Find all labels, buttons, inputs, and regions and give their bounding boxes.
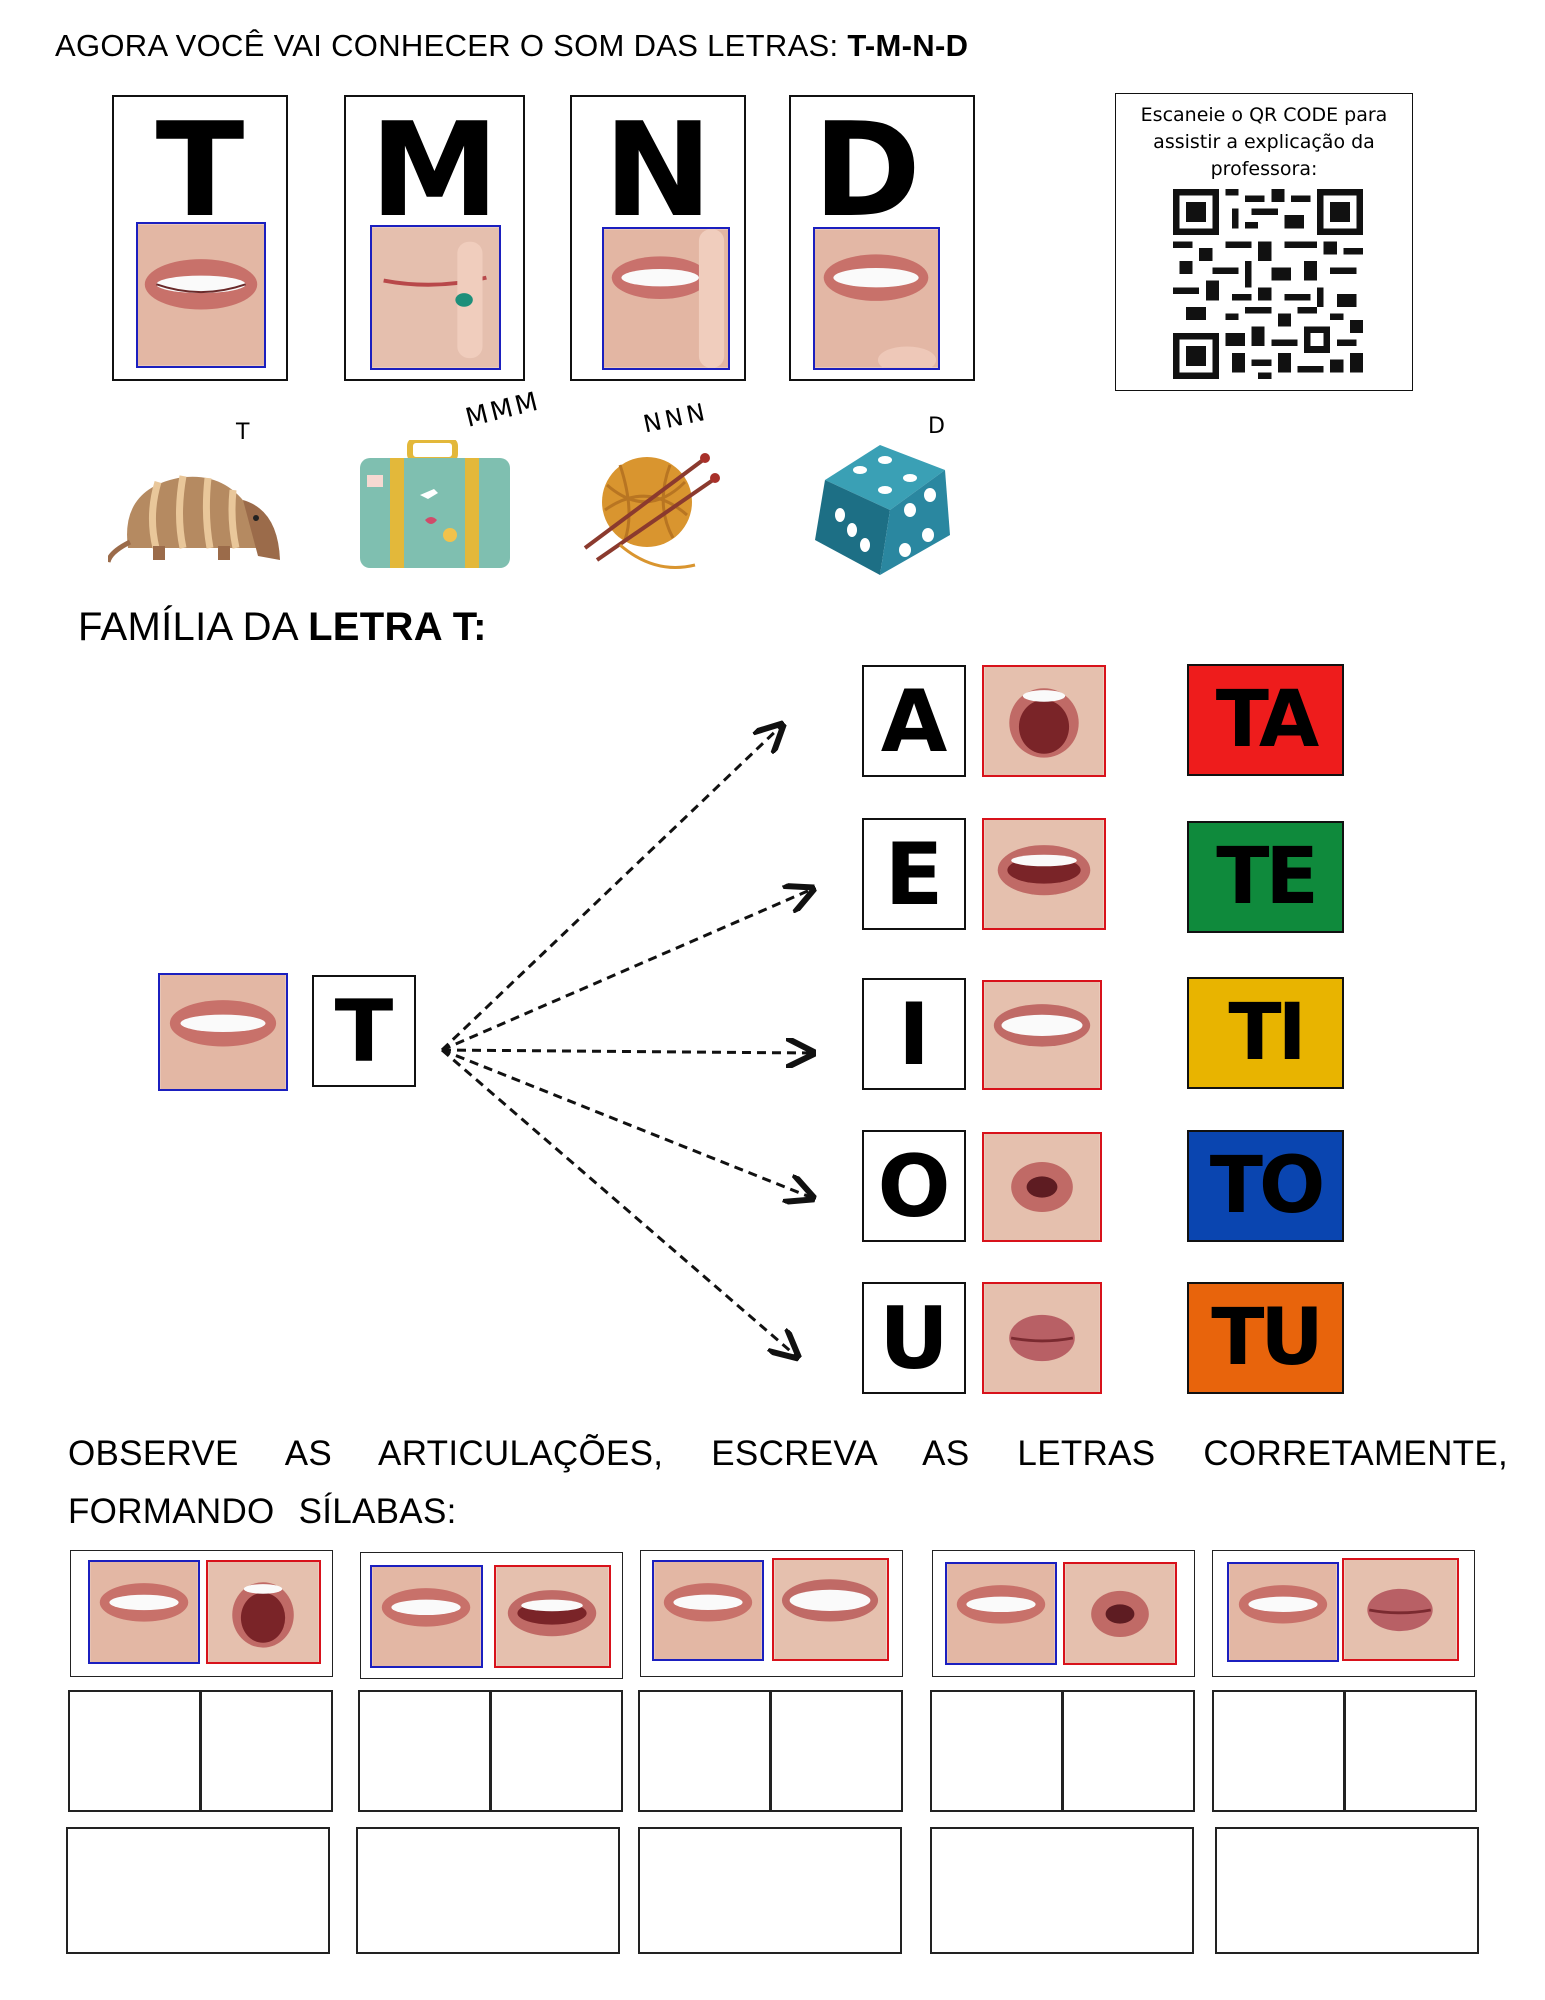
consonant-mouth-photo [1227,1562,1339,1662]
answer-letter-box[interactable] [68,1690,201,1812]
card-letter: D [813,94,921,246]
exercise-image-frame [70,1550,333,1677]
vowel-letter-i: I [862,978,966,1090]
qr-code-image[interactable] [1173,189,1363,379]
vowel-mouth-photo-e [982,818,1106,930]
family-arrows [440,700,830,1380]
answer-letter-box[interactable] [930,1690,1063,1812]
yarn-ball-illustration: NNN [575,397,735,575]
vowel-mouth-photo-o [1063,1562,1177,1665]
answer-syllable-box[interactable] [66,1827,330,1954]
consonant-letter: T [312,975,416,1087]
answer-letter-box[interactable] [1062,1690,1195,1812]
vowel-letter-e: E [862,818,966,930]
syllable-te: TE [1187,821,1344,933]
vowel-letter-o: O [862,1130,966,1242]
syllable-ta: TA [1187,664,1344,776]
answer-letter-box[interactable] [770,1690,903,1812]
answer-syllable-box[interactable] [638,1827,902,1954]
consonant-mouth-photo [370,1565,483,1668]
letter-card-t: T [112,95,288,381]
family-title: FAMÍLIA DA LETRA T: [78,605,487,650]
answer-syllable-box[interactable] [1215,1827,1479,1954]
answer-letter-box[interactable] [638,1690,771,1812]
family-title-text: FAMÍLIA DA [78,605,309,649]
vowel-mouth-photo-o [982,1132,1102,1242]
consonant-mouth-photo [88,1560,200,1664]
vowel-mouth-photo-a [206,1560,321,1664]
dice-illustration: D [810,410,960,575]
qr-caption: Escaneie o QR CODE para assistir a expli… [1140,104,1388,180]
answer-letter-box[interactable] [1344,1690,1477,1812]
consonant-mouth-photo [652,1560,764,1661]
exercise-image-frame [640,1550,903,1677]
mouth-photo [136,222,266,368]
vowel-mouth-photo-i [982,980,1102,1090]
answer-syllable-box[interactable] [356,1827,620,1954]
family-title-bold: LETRA T: [308,605,487,649]
exercise-image-frame [932,1550,1195,1677]
sound-label: NNN [640,397,712,439]
suitcase-illustration: MMM [355,386,555,573]
syllable-tu: TU [1187,1282,1344,1394]
vowel-letter-a: A [862,665,966,777]
answer-letter-box[interactable] [1212,1690,1345,1812]
page-title-letters: T-M-N-D [847,28,969,63]
exercise-image-frame [360,1552,623,1679]
syllable-ti: TI [1187,977,1344,1089]
armadillo-illustration: T [108,420,283,568]
page-title: AGORA VOCÊ VAI CONHECER O SOM DAS LETRAS… [55,28,968,64]
letter-card-d: D [789,95,975,381]
card-letter: M [369,94,500,246]
consonant-mouth-photo [158,973,288,1091]
card-letter: N [603,94,713,246]
exercise-image-frame [1212,1550,1475,1677]
sound-label: D [928,414,945,439]
vowel-mouth-photo-i [772,1558,889,1661]
exercise-instruction: OBSERVE AS ARTICULAÇÕES, ESCREVA AS LETR… [68,1434,1508,1531]
mouth-photo [813,227,940,370]
answer-letter-box[interactable] [358,1690,491,1812]
consonant-mouth-photo [945,1562,1057,1665]
vowel-mouth-photo-u [982,1282,1102,1394]
syllable-to: TO [1187,1130,1344,1242]
page-title-text: AGORA VOCÊ VAI CONHECER O SOM DAS LETRAS… [55,28,848,63]
answer-syllable-box[interactable] [930,1827,1194,1954]
letter-card-n: N [570,95,746,381]
vowel-mouth-photo-a [982,665,1106,777]
answer-letter-box[interactable] [200,1690,333,1812]
sound-label: T [236,420,250,445]
mouth-photo [370,225,501,370]
vowel-mouth-photo-e [494,1565,611,1668]
mouth-photo [602,227,730,370]
vowel-letter-u: U [862,1282,966,1394]
letter-card-m: M [344,95,525,381]
sound-label: MMM [462,386,544,434]
qr-code-box: Escaneie o QR CODE para assistir a expli… [1115,93,1413,391]
vowel-mouth-photo-u [1342,1558,1459,1661]
card-letter: T [155,94,245,246]
answer-letter-box[interactable] [490,1690,623,1812]
